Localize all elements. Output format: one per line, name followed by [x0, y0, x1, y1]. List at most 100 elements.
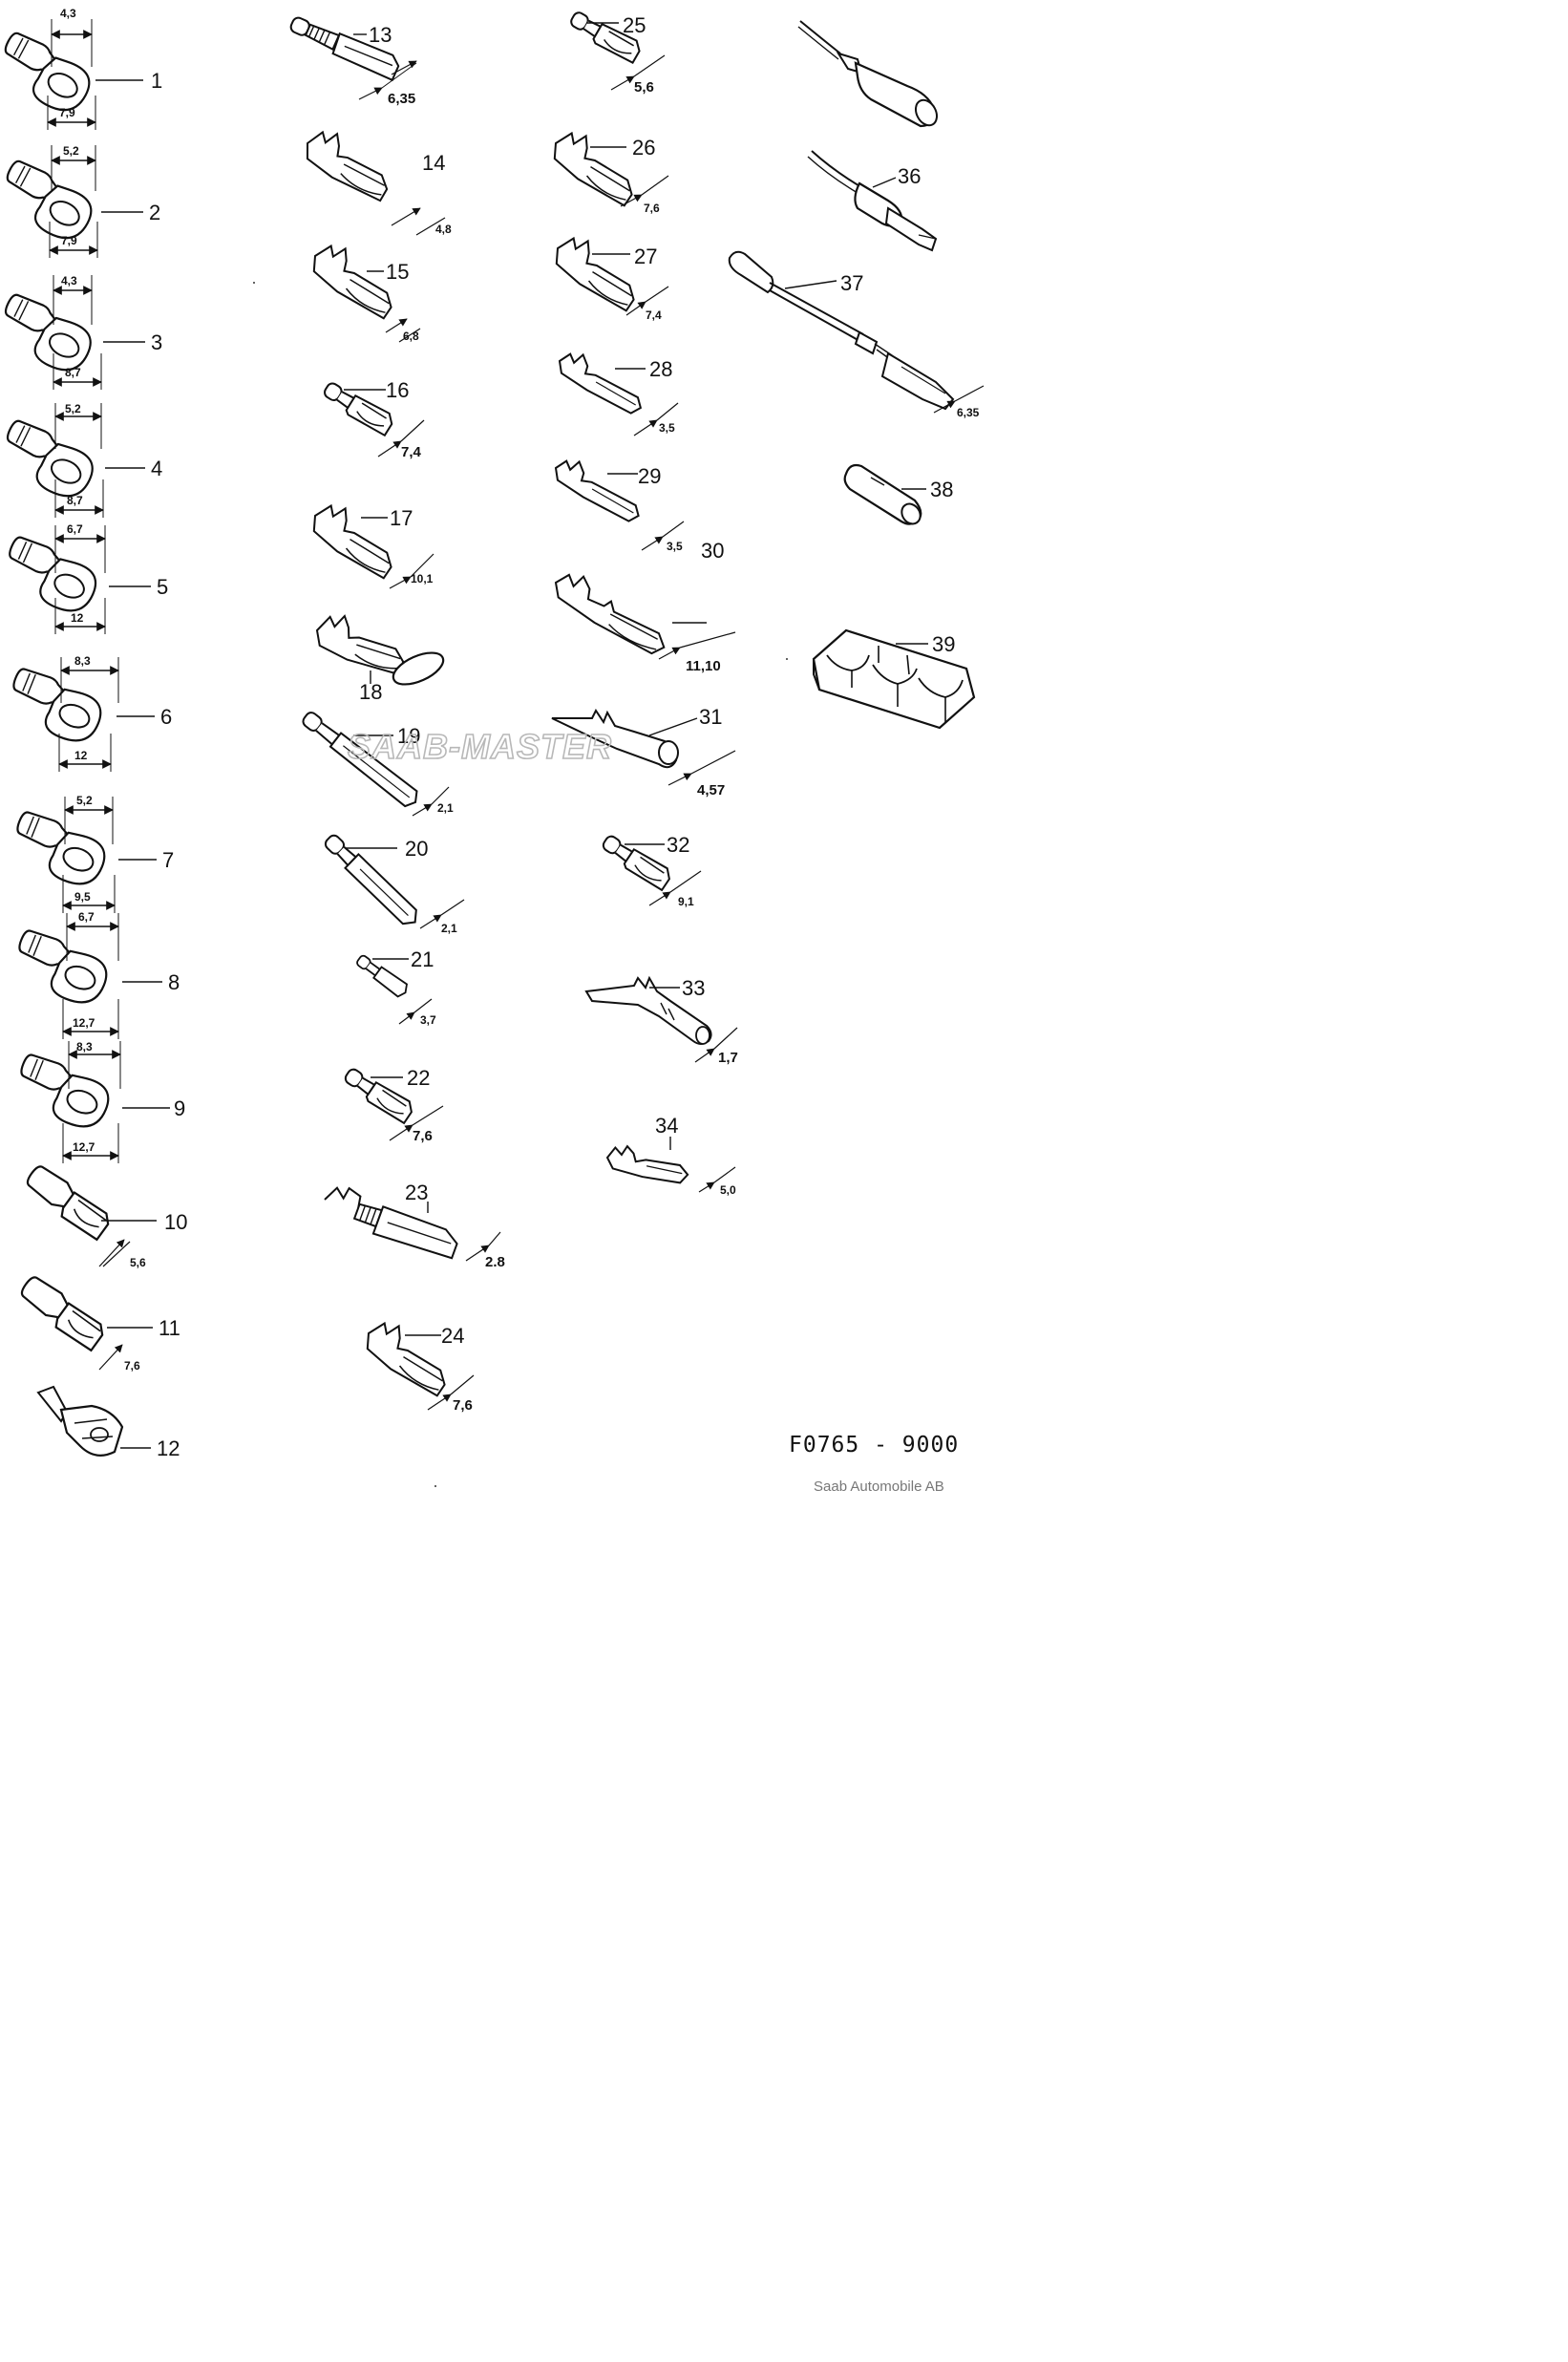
part-28: 3,5 28 — [558, 352, 679, 436]
watermark-text: SAAB-MASTER — [348, 727, 612, 766]
part-1-label: 1 — [151, 69, 162, 93]
part-8-dim-a: 6,7 — [78, 910, 95, 924]
part-31-label: 31 — [699, 705, 722, 729]
part-31-dim: 4,57 — [697, 782, 725, 798]
part-19: 2,1 19 — [302, 712, 454, 817]
part-5-dim-a: 6,7 — [67, 522, 83, 536]
part-36: 36 — [807, 150, 938, 252]
part-17-label: 17 — [390, 506, 413, 530]
part-21-label: 21 — [411, 947, 434, 971]
part-38-label: 38 — [930, 478, 953, 501]
part-9: 8,3 12,7 9 — [8, 1040, 185, 1163]
part-1: 4,3 7,9 1 — [0, 7, 162, 130]
part-5-dim-b: 12 — [71, 611, 84, 625]
part-10: 5,6 10 — [20, 1161, 187, 1269]
part-36-label: 36 — [898, 164, 921, 188]
part-12: 12 — [36, 1385, 180, 1460]
part-23: 2.8 23 — [324, 1181, 505, 1270]
part-24: 7,6 24 — [357, 1313, 475, 1414]
part-26-label: 26 — [632, 136, 655, 160]
part-2-dim-b: 7,9 — [61, 234, 77, 247]
part-30-connector: 11,10 — [554, 573, 736, 674]
part-25-dim: 5,6 — [634, 79, 654, 96]
part-1-dim-b: 7,9 — [59, 106, 75, 119]
part-10-dim: 5,6 — [130, 1256, 146, 1269]
part-13-dim: 6,35 — [388, 91, 415, 107]
part-26-dim: 7,6 — [644, 202, 660, 215]
part-26: 7,6 26 — [544, 123, 669, 215]
part-16: 7,4 16 — [319, 376, 425, 460]
part-3-dim-b: 8,7 — [65, 366, 81, 379]
part-29-label: 29 — [638, 464, 661, 488]
part-22: 7,6 22 — [340, 1063, 444, 1144]
part-32-dim: 9,1 — [678, 895, 694, 908]
part-39-label: 39 — [932, 632, 955, 656]
part-20: 2,1 20 — [324, 834, 465, 935]
part-39: 39 — [812, 628, 976, 730]
part-34-label: 34 — [655, 1114, 678, 1138]
part-14: 4,8 14 — [298, 122, 452, 236]
part-6-label: 6 — [160, 705, 172, 729]
part-25-label: 25 — [623, 13, 646, 37]
part-6: 8,3 12 6 — [0, 654, 172, 772]
part-18: 18 — [309, 607, 445, 704]
part-22-dim: 7,6 — [413, 1128, 433, 1144]
part-32: 9,1 32 — [598, 830, 702, 908]
part-27: 7,4 27 — [546, 228, 669, 322]
part-20-dim: 2,1 — [441, 922, 457, 935]
part-21-dim: 3,7 — [420, 1013, 436, 1027]
part-33-label: 33 — [682, 976, 705, 1000]
part-15-label: 15 — [386, 260, 409, 284]
part-22-label: 22 — [407, 1066, 430, 1090]
part-2: 5,2 7,9 2 — [0, 144, 160, 258]
part-4-label: 4 — [151, 457, 162, 480]
part-19-dim: 2,1 — [437, 801, 454, 815]
part-31: 4,57 31 — [551, 705, 736, 798]
part-15: 6,8 15 — [304, 236, 421, 343]
part-9-dim-a: 8,3 — [76, 1040, 93, 1053]
part-33-dim: 1,7 — [718, 1050, 738, 1066]
part-8: 6,7 12,7 8 — [6, 910, 180, 1039]
part-17-dim: 10,1 — [411, 572, 434, 585]
terminal-connector-diagram: 4,3 7,9 1 5,2 7,9 2 4,3 8,7 3 — [0, 6, 985, 1495]
part-34: 5,0 34 — [605, 1114, 736, 1197]
part-4-dim-b: 8,7 — [67, 494, 83, 507]
part-24-dim: 7,6 — [453, 1397, 473, 1414]
part-23-label: 23 — [405, 1181, 428, 1204]
part-8-label: 8 — [168, 970, 180, 994]
part-6-dim-a: 8,3 — [74, 654, 91, 668]
scan-dot — [786, 658, 788, 660]
part-20-label: 20 — [405, 837, 428, 861]
part-1-dim-a: 4,3 — [60, 7, 76, 20]
part-15-dim: 6,8 — [403, 330, 419, 343]
part-37-dim: 6,35 — [957, 406, 980, 419]
part-11-dim: 7,6 — [124, 1359, 140, 1373]
part-5: 6,7 12 5 — [0, 522, 168, 634]
part-2-dim-a: 5,2 — [63, 144, 79, 158]
part-3: 4,3 8,7 3 — [0, 274, 162, 390]
part-17: 10,1 17 — [304, 496, 434, 589]
scan-dot — [434, 1485, 436, 1487]
part-38: 38 — [843, 463, 953, 525]
part-8-dim-b: 12,7 — [73, 1016, 95, 1030]
part-4: 5,2 8,7 4 — [0, 402, 162, 518]
part-24-label: 24 — [441, 1324, 464, 1348]
part-3-dim-a: 4,3 — [61, 274, 77, 287]
part-34-dim: 5,0 — [720, 1183, 736, 1197]
part-37-label: 37 — [840, 271, 863, 295]
part-29-dim: 3,5 — [667, 540, 683, 553]
part-25: 5,6 25 — [566, 6, 666, 96]
part-32-label: 32 — [667, 833, 689, 857]
part-7-dim-b: 9,5 — [74, 890, 91, 904]
part-16-label: 16 — [386, 378, 409, 402]
credit-text: Saab Automobile AB — [814, 1479, 944, 1495]
part-13-label: 13 — [369, 23, 392, 47]
part-37: 6,35 37 — [728, 250, 985, 419]
part-7-dim-a: 5,2 — [76, 794, 93, 807]
part-18-label: 18 — [359, 680, 382, 704]
part-6-dim-b: 12 — [74, 749, 88, 762]
part-27-label: 27 — [634, 245, 657, 268]
part-16-dim: 7,4 — [401, 444, 422, 460]
part-23-dim: 2.8 — [485, 1254, 505, 1270]
part-30-label: 30 — [701, 539, 724, 563]
